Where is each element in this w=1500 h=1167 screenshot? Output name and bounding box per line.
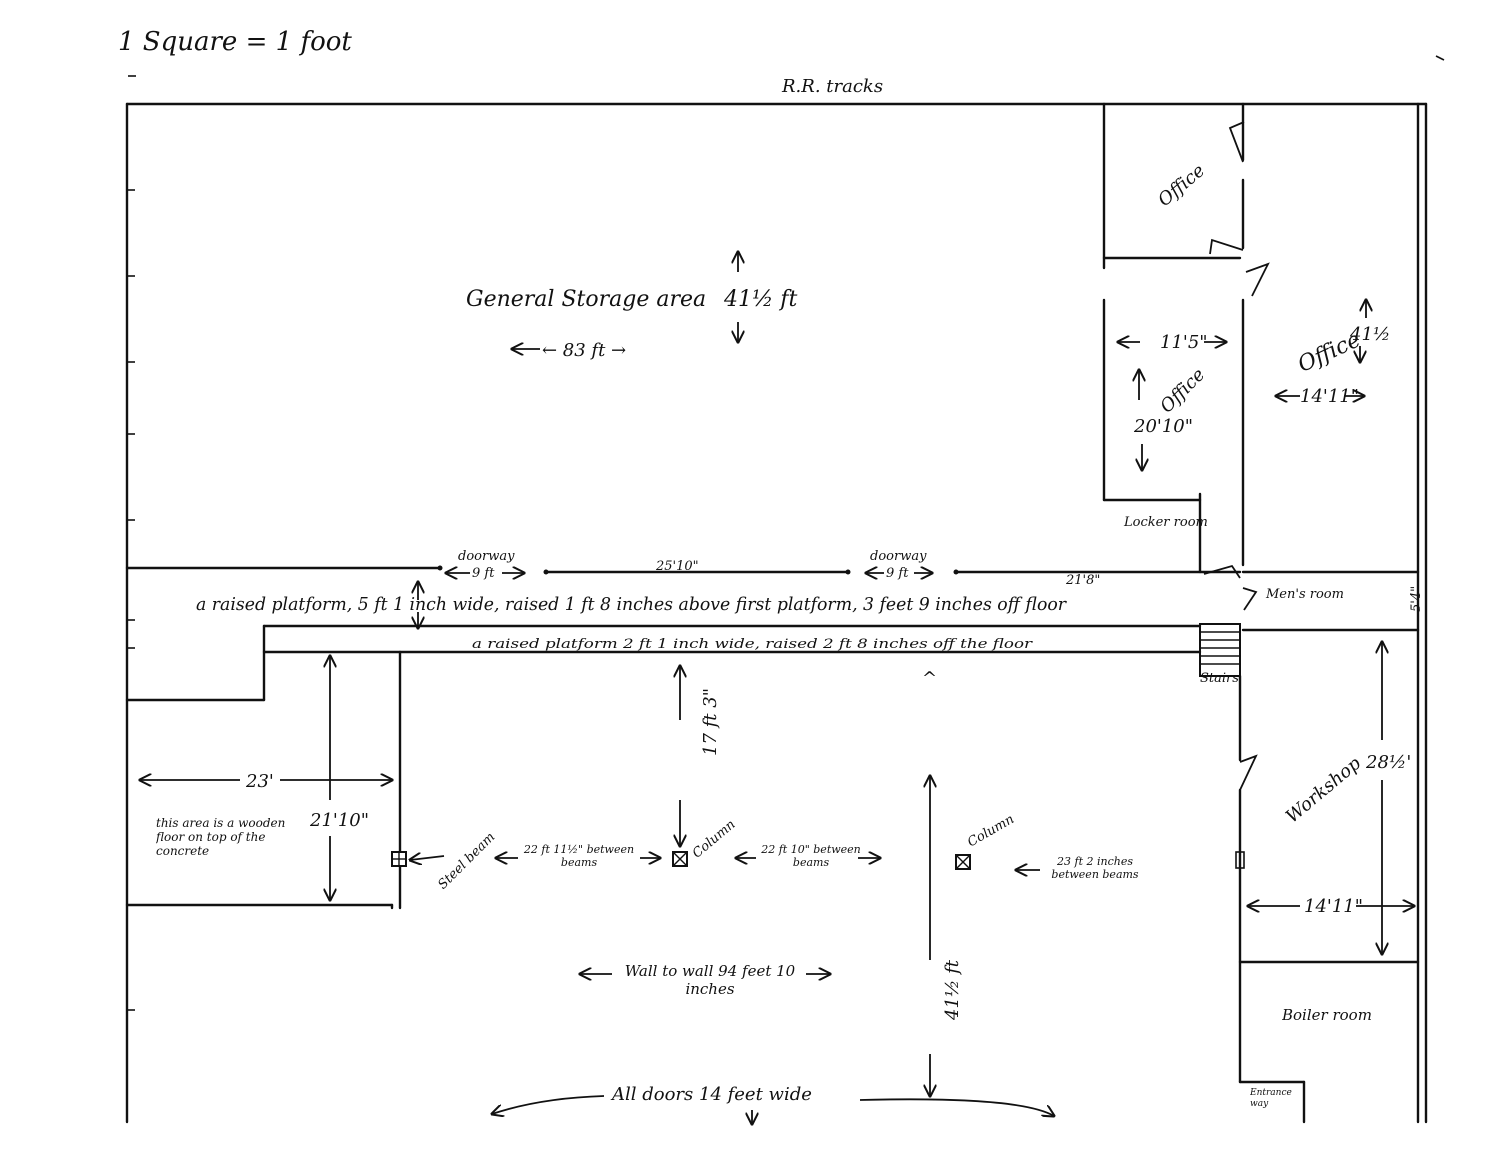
column-1-label: Column — [690, 817, 739, 861]
caret-mark: ^ — [922, 668, 937, 689]
doorway-left-width: 9 ft — [472, 566, 495, 581]
doorway-right-label: doorway — [870, 549, 927, 564]
office-right-width: 14'11" — [1300, 386, 1359, 407]
stairs-label: Stairs — [1200, 671, 1239, 686]
mid-span-dim: 25'10" — [655, 559, 699, 574]
scale-note: 1 Square = 1 foot — [118, 27, 352, 57]
column-2-label: Column — [965, 812, 1017, 850]
mens-room-dim: 5'4" — [1409, 586, 1424, 612]
boiler-room-label: Boiler room — [1282, 1006, 1372, 1024]
workshop-depth-dim: 28½' — [1365, 752, 1411, 773]
workshop-width-dim: 14'11" — [1304, 896, 1363, 917]
general-storage-label: General Storage area — [466, 287, 706, 312]
doors-note: All doors 14 feet wide — [610, 1084, 812, 1105]
steel-beam-marker — [391, 851, 407, 867]
office-middle-width: 11'5" — [1160, 332, 1208, 353]
span-1-dim: 22 ft 11½" between beams — [523, 843, 635, 869]
span-3-dim: 23 ft 2 inches between beams — [1051, 855, 1139, 881]
office-middle-depth: 20'10" — [1133, 416, 1193, 437]
mens-room-label: Men's room — [1265, 587, 1344, 602]
office-walls — [1102, 102, 1420, 1124]
entrance-label: Entrance way — [1250, 1088, 1292, 1109]
outer-walls — [125, 102, 1428, 1124]
workshop-label: Workshop — [1282, 753, 1365, 828]
office-right-depth: 41½ — [1349, 324, 1390, 345]
span-2-dim: 22 ft 10" between beams — [761, 843, 861, 869]
right-span-dim: 21'8" — [1065, 573, 1100, 588]
mark-dash-right — [1435, 55, 1445, 61]
column-2-marker — [955, 854, 971, 870]
rr-tracks-label: R.R. tracks — [781, 76, 883, 97]
upper-platform-label: a raised platform, 5 ft 1 inch wide, rai… — [196, 594, 1067, 615]
platform-to-column-dim: 17 ft 3" — [700, 688, 721, 756]
storage-depth-dim: 41½ ft — [723, 287, 797, 312]
steel-beam-label: Steel beam — [435, 830, 498, 893]
doorway-left-label: doorway — [458, 549, 515, 564]
office-middle-label: Office — [1156, 364, 1209, 417]
storage-width-dim: ← 83 ft → — [542, 340, 626, 361]
main-floor-depth-dim: 41½ ft — [942, 959, 963, 1021]
lower-platform-label: a raised platform 2 ft 1 inch wide, rais… — [472, 637, 1033, 652]
storage-partition-wall — [125, 565, 1242, 575]
stairs — [1199, 623, 1241, 677]
locker-room-label: Locker room — [1123, 515, 1208, 530]
wall-to-wall-dim: Wall to wall 94 feet 10 inches — [624, 962, 796, 998]
office-top-label: Office — [1154, 160, 1209, 211]
wooden-area-depth: 21'10" — [309, 810, 369, 831]
wooden-area-width: 23' — [245, 771, 274, 792]
column-1-marker — [672, 851, 688, 867]
doorway-right-width: 9 ft — [886, 566, 909, 581]
wooden-floor-note: this area is a wooden floor on top of th… — [156, 816, 286, 858]
